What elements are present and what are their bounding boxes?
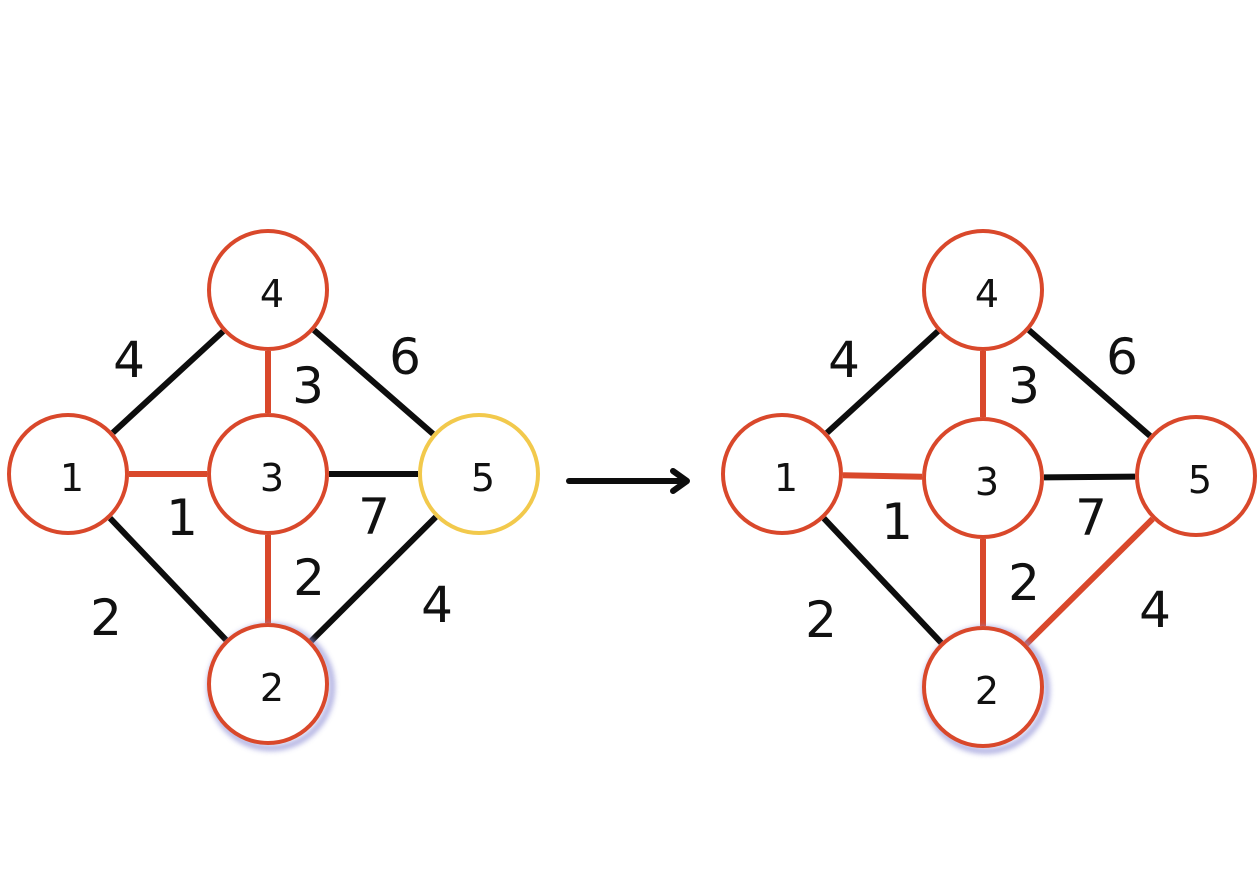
- node-label: 3: [260, 456, 284, 500]
- node-2: 2: [207, 623, 335, 751]
- node-3: 3: [207, 413, 329, 535]
- node-label: 2: [975, 669, 999, 713]
- edge-weight-label: 4: [1139, 581, 1171, 639]
- node-circle: [207, 413, 329, 535]
- node-circle: [207, 229, 329, 351]
- node-1: 1: [721, 413, 843, 535]
- edges-layer: [107, 327, 438, 644]
- node-label: 1: [774, 456, 798, 500]
- node-circle: [721, 413, 843, 535]
- edge-weight-label: 3: [292, 357, 324, 415]
- edge-4-5: [1026, 327, 1153, 439]
- transition-arrow-icon: [566, 468, 690, 494]
- edge-weight-label: 6: [1106, 328, 1138, 386]
- node-5: 5: [418, 413, 540, 535]
- nodes-layer: 4 1 3 5 2: [7, 229, 540, 751]
- edge-3-5: [1043, 473, 1136, 481]
- edge-weight-label: 7: [358, 488, 390, 546]
- node-label: 3: [975, 460, 999, 504]
- node-label: 1: [60, 456, 84, 500]
- edge-1-4: [824, 328, 941, 436]
- node-circle: [1135, 415, 1257, 537]
- edge-weight-label: 6: [389, 328, 421, 386]
- edge-1-2: [107, 516, 229, 642]
- edge-weight-label: 2: [293, 549, 325, 607]
- node-label: 4: [975, 272, 999, 316]
- edge-weight-label: 1: [166, 489, 198, 547]
- node-label: 5: [471, 456, 495, 500]
- node-circle: [922, 417, 1044, 539]
- edge-4-5: [312, 327, 435, 437]
- edge-1-4: [110, 329, 226, 435]
- node-circle: [7, 413, 129, 535]
- edge-weight-label: 4: [421, 576, 453, 634]
- node-4: 4: [922, 229, 1044, 351]
- node-3: 3: [922, 417, 1044, 539]
- node-1: 1: [7, 413, 129, 535]
- edge-weight-label: 7: [1075, 489, 1107, 547]
- node-circle: [922, 626, 1044, 748]
- edge-weight-label: 4: [113, 331, 145, 389]
- node-circle: [922, 229, 1044, 351]
- node-2: 2: [922, 626, 1050, 754]
- edge-weight-label: 2: [805, 591, 837, 649]
- edge-weight-label: 1: [881, 493, 913, 551]
- node-circle: [207, 623, 329, 745]
- node-circle: [418, 413, 540, 535]
- edge-weight-label: 4: [828, 331, 860, 389]
- node-label: 2: [260, 666, 284, 710]
- nodes-layer: 4 1 3 5 2: [721, 229, 1257, 754]
- edges-layer: [821, 327, 1155, 647]
- node-4: 4: [207, 229, 329, 351]
- edge-weight-label: 2: [1008, 554, 1040, 612]
- edge-1-3-tree: [842, 472, 923, 480]
- edge-weight-label: 2: [90, 589, 122, 647]
- node-5: 5: [1135, 415, 1257, 537]
- edge-1-2: [821, 516, 944, 645]
- edge-weight-label: 3: [1008, 357, 1040, 415]
- edge-5-2: [309, 514, 438, 644]
- edge-5-2-tree: [1024, 516, 1155, 647]
- node-label: 4: [260, 272, 284, 316]
- node-label: 5: [1188, 458, 1212, 502]
